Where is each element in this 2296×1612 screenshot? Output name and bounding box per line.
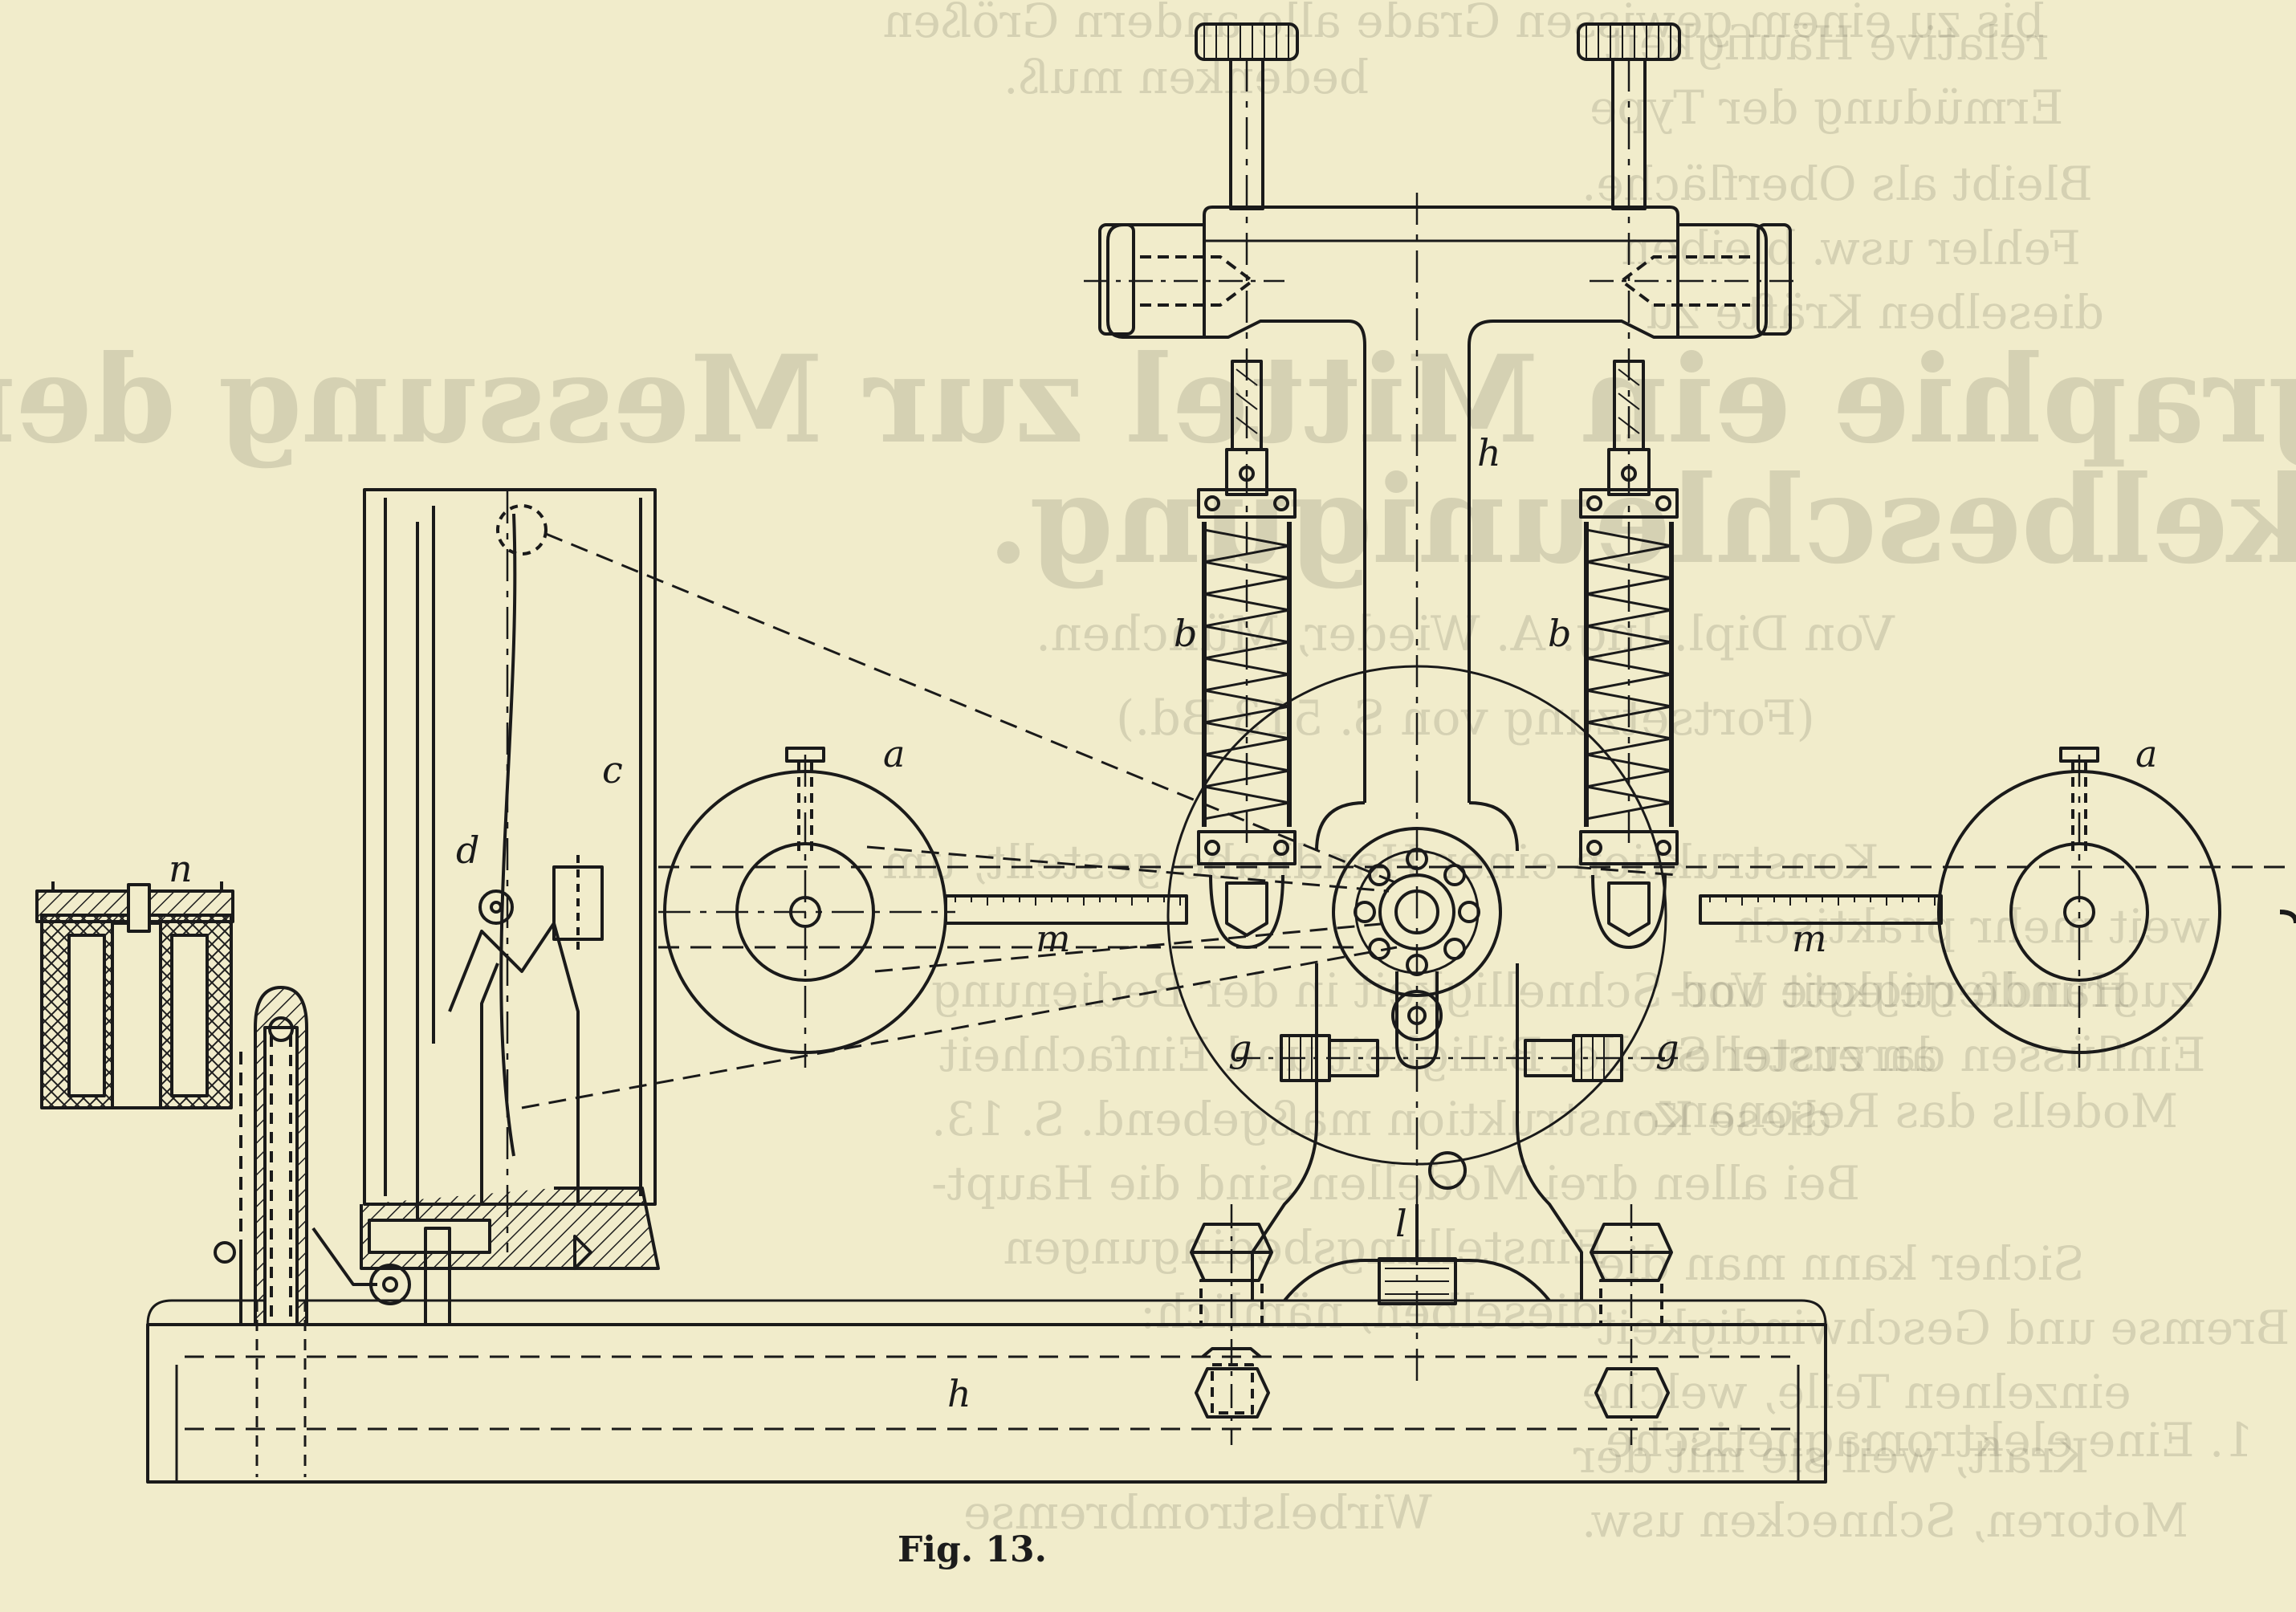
label-d: d bbox=[456, 828, 479, 872]
label-b-left: b bbox=[1174, 612, 1197, 655]
recording-drum-c bbox=[360, 488, 660, 1326]
anchor-bolts bbox=[1190, 1204, 1673, 1445]
base-plate bbox=[146, 1299, 1827, 1484]
label-g-left: g bbox=[1228, 1027, 1252, 1070]
hub-disc bbox=[1166, 665, 1667, 1166]
spring-b-right bbox=[1579, 488, 1679, 949]
label-a-right: a bbox=[2135, 732, 2157, 775]
flywheel-a-right bbox=[1937, 747, 2296, 1068]
label-g-right: g bbox=[1655, 1027, 1679, 1070]
electromagnet-n bbox=[35, 881, 242, 1252]
foot-bolt-left bbox=[255, 1301, 307, 1477]
figure-caption: Fig. 13. bbox=[898, 1529, 1047, 1570]
flywheel-a-left bbox=[658, 747, 955, 1068]
label-a-left: a bbox=[883, 732, 905, 775]
adjusting-screw-left bbox=[1084, 22, 1299, 851]
label-m-right: m bbox=[1792, 917, 1827, 960]
spring-b-left bbox=[1197, 488, 1297, 949]
drive-cords bbox=[521, 532, 1679, 1109]
magnet-bracket bbox=[214, 986, 377, 1326]
adjusting-screw-right bbox=[1577, 22, 1798, 851]
central-column-h bbox=[1203, 193, 1679, 1381]
label-m-left: m bbox=[1036, 917, 1071, 960]
brake-screws-g bbox=[1236, 1034, 1686, 1082]
label-n: n bbox=[169, 847, 193, 890]
label-l: l bbox=[1395, 1202, 1407, 1245]
label-c: c bbox=[602, 748, 623, 792]
hub-bearing bbox=[1332, 827, 1502, 997]
label-h-column: h bbox=[1477, 431, 1501, 474]
label-h-base: h bbox=[947, 1372, 971, 1415]
label-b-right: b bbox=[1548, 612, 1571, 655]
